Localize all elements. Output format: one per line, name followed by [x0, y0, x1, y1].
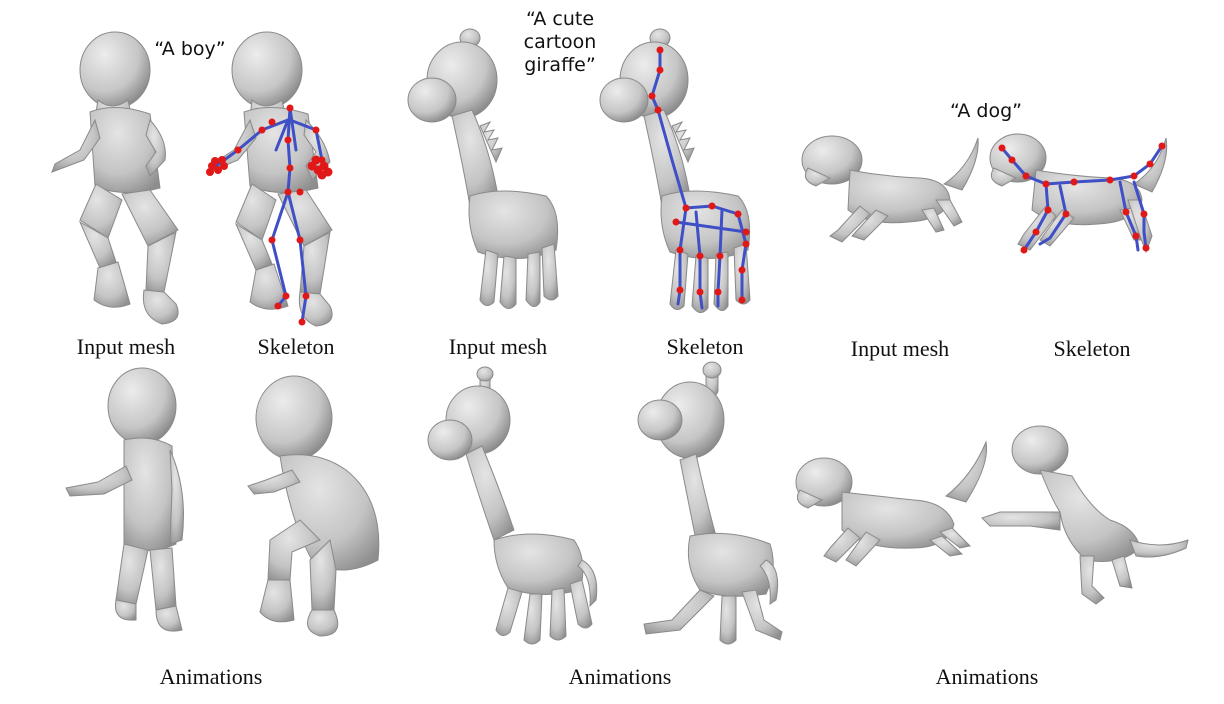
boy-skeleton-mesh: [209, 31, 333, 327]
giraffe-animation-1: [427, 366, 598, 645]
boy-animation-1: [65, 367, 184, 632]
boy-skeleton: [206, 104, 333, 326]
caption-giraffe-skeleton: Skeleton: [666, 334, 744, 359]
giraffe-skeleton: [648, 46, 750, 310]
caption-dog-input-mesh: Input mesh: [850, 336, 950, 361]
prompt-giraffe: “A cute cartoon giraffe”: [523, 8, 597, 76]
prompt-boy: “A boy”: [154, 38, 226, 60]
boy-input-mesh: [51, 31, 179, 325]
giraffe-animation-2: [637, 361, 783, 645]
dog-skeleton: [998, 142, 1166, 254]
caption-boy-skeleton: Skeleton: [257, 334, 335, 359]
boy-animation-2: [247, 375, 380, 637]
prompt-dog: “A dog”: [949, 100, 1023, 122]
caption-giraffe-input-mesh: Input mesh: [448, 334, 548, 359]
caption-boy-input-mesh: Input mesh: [76, 334, 176, 359]
caption-boy-animations: Animations: [159, 664, 263, 689]
dog-input-mesh: [801, 135, 979, 243]
dog-animation-2: [981, 425, 1189, 605]
dog-skeleton-mesh: [989, 133, 1168, 254]
caption-dog-animations: Animations: [935, 664, 1039, 689]
caption-giraffe-animations: Animations: [568, 664, 672, 689]
giraffe-input-mesh: [407, 28, 559, 309]
dog-animation-1: [795, 440, 988, 567]
caption-dog-skeleton: Skeleton: [1053, 336, 1131, 361]
